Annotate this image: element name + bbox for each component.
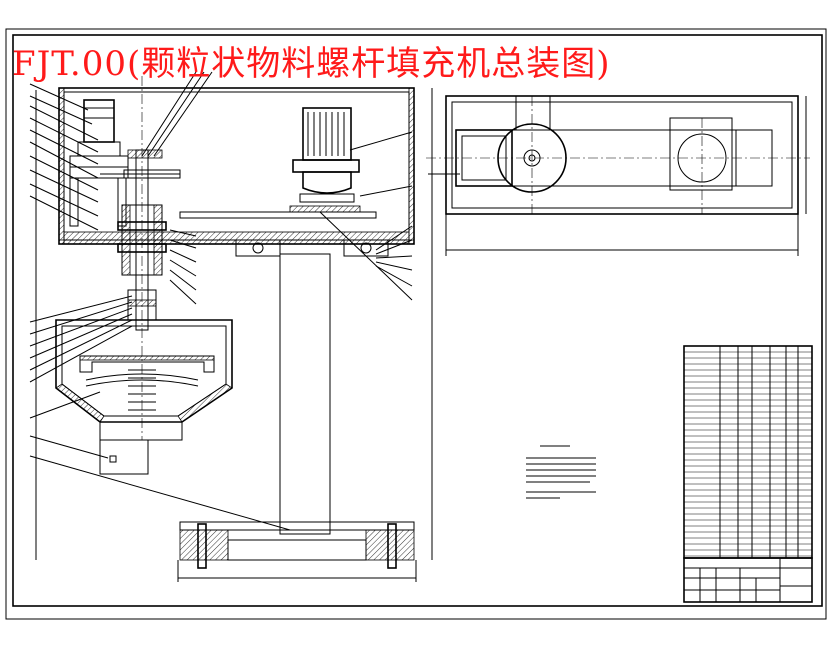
title-block xyxy=(683,557,813,603)
inner-frame xyxy=(12,34,823,607)
outer-frame xyxy=(5,28,827,620)
parts-list-rows xyxy=(684,351,812,557)
top-view xyxy=(426,95,810,256)
technical-notes xyxy=(526,445,596,499)
drawing-title: FJT.00(颗粒状物料螺杆填充机总装图) xyxy=(12,44,611,84)
front-view xyxy=(29,71,433,582)
